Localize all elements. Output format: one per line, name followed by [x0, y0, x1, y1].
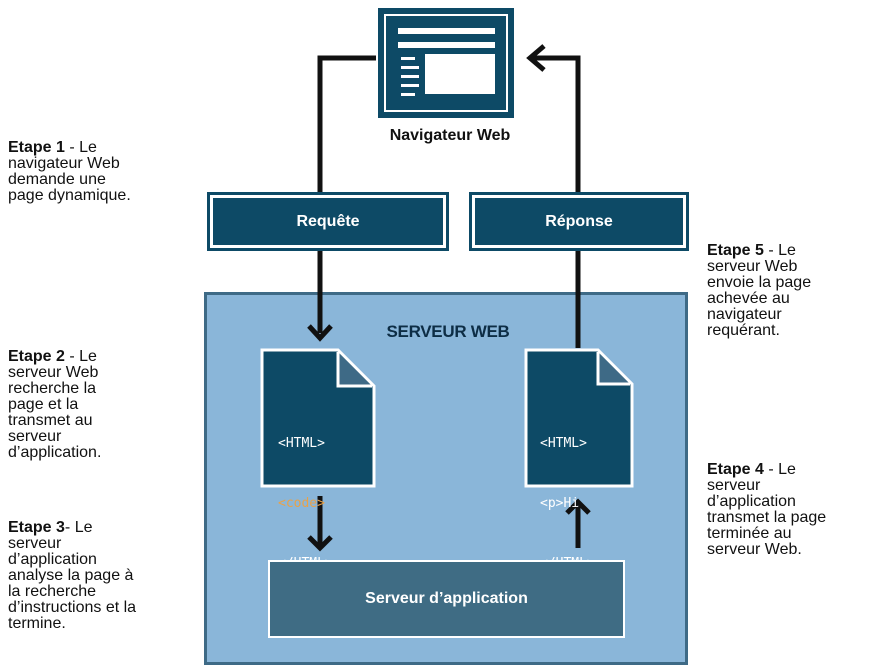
application-server-label: Serveur d’application [365, 590, 528, 607]
doc-left-line-highlight: <code> [278, 496, 325, 511]
step-line: d’application [8, 551, 97, 568]
request-label: Requête [296, 212, 360, 230]
response-label: Réponse [545, 212, 613, 230]
doc-right-line: <HTML> [540, 436, 587, 451]
step-sep: - [64, 348, 80, 365]
step-title: Etape 1 [8, 139, 65, 156]
step-line: navigateur [707, 306, 782, 323]
step-line: page dynamique. [8, 187, 131, 204]
doc-right-line: <p>Hi [540, 496, 580, 511]
app-to-doc-arrow-icon [565, 498, 591, 515]
step-line: navigateur Web [8, 155, 120, 172]
step-title: Etape 2 [8, 348, 65, 365]
step-3-caption: Etape 3- Le serveur d’application analys… [8, 520, 198, 632]
step-line: achevée au [707, 290, 790, 307]
request-connector [317, 55, 376, 192]
step-line: serveur [8, 428, 62, 445]
request-box: Requête [207, 192, 449, 251]
step-4-caption: Etape 4 - Le serveur d’application trans… [707, 462, 869, 558]
browser-label: Navigateur Web [389, 127, 511, 144]
step-line: serveur [8, 535, 62, 552]
step-title: Etape 3 [8, 519, 65, 536]
step-line: Le [74, 519, 93, 536]
step-sep: - [64, 519, 75, 536]
step-1-caption: Etape 1 - Le navigateur Web demande une … [8, 140, 188, 204]
step-sep: - [64, 139, 80, 156]
step-line: transmet la page [707, 509, 827, 526]
step-line: recherche la [8, 380, 97, 397]
step-line: serveur Web. [707, 541, 802, 558]
document-icon [524, 348, 634, 488]
step-title: Etape 5 [707, 242, 764, 259]
step-sep: - [763, 242, 779, 259]
step-2-caption: Etape 2 - Le serveur Web recherche la pa… [8, 349, 188, 461]
step-line: Le [79, 139, 97, 156]
step-sep: - [763, 461, 779, 478]
step-line: page et la [8, 396, 79, 413]
doc-left-line: <HTML> [278, 436, 325, 451]
step-line: requérant. [707, 322, 780, 339]
web-server-title: SERVEUR WEB [386, 322, 510, 341]
step-line: serveur Web [8, 364, 99, 381]
step-line: serveur Web [707, 258, 798, 275]
step-line: terminée au [707, 525, 792, 542]
step-line: envoie la page [707, 274, 812, 291]
step-line: demande une [8, 171, 106, 188]
step-line: Le [778, 242, 796, 259]
response-arrow-icon [526, 44, 546, 72]
step-line: d’application. [8, 444, 102, 461]
browser-window-icon [378, 8, 514, 118]
step-line: Le [79, 348, 97, 365]
request-arrow-icon [307, 324, 333, 342]
step-title: Etape 4 [707, 461, 764, 478]
step-line: Le [778, 461, 796, 478]
step-5-caption: Etape 5 - Le serveur Web envoie la page … [707, 243, 869, 339]
step-line: serveur [707, 477, 761, 494]
application-server-box: Serveur d’application [268, 560, 625, 638]
step-line: la recherche [8, 583, 97, 600]
response-box: Réponse [469, 192, 689, 251]
document-icon [260, 348, 376, 488]
step-line: d’instructions et la [8, 599, 137, 616]
doc-to-app-arrow-icon [307, 535, 333, 552]
step-line: transmet au [8, 412, 93, 429]
response-connector [532, 55, 581, 192]
step-line: d’application [707, 493, 796, 510]
step-line: analyse la page à [8, 567, 134, 584]
step-line: termine. [8, 615, 66, 632]
